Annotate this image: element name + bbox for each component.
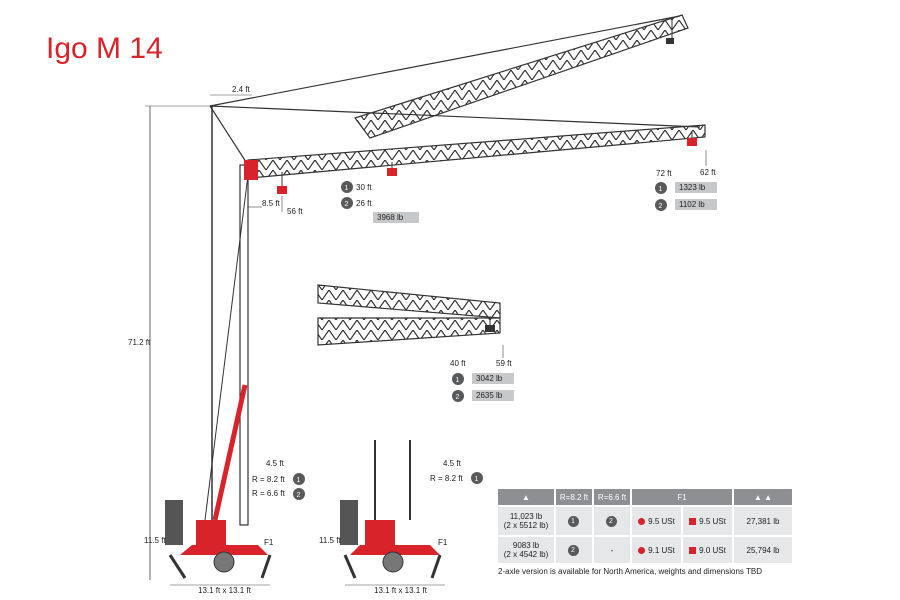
tower-offset-label: 8.5 ft <box>262 199 281 208</box>
base-right <box>340 440 442 579</box>
weight-header-icon: ▲ <box>498 489 554 505</box>
svg-text:2: 2 <box>456 394 460 401</box>
hook-a <box>277 172 287 194</box>
height-dimension: 71.2 ft <box>128 105 210 580</box>
radius-tip: 72 ft <box>656 169 672 178</box>
load-tip1: 1323 lb <box>679 183 706 192</box>
table-row: 9083 lb(2 x 4542 lb) <box>498 537 554 563</box>
marker-1 <box>341 181 353 193</box>
load-tip2: 1102 lb <box>679 200 705 209</box>
r2-label: R = 6.6 ft <box>252 489 285 498</box>
hook-b <box>387 162 397 176</box>
load-mid2: 2635 lb <box>476 391 503 400</box>
base-width-left: 4.5 ft <box>266 459 285 468</box>
svg-text:1: 1 <box>475 476 479 483</box>
total-header-icon: ▲ ▲ <box>734 489 792 505</box>
base-left <box>165 384 272 579</box>
radius-a1: 30 ft <box>356 183 372 192</box>
radius-a2: 26 ft <box>356 199 372 208</box>
height-label: 71.2 ft <box>128 338 151 347</box>
svg-text:2: 2 <box>297 492 301 499</box>
load-a: 3968 lb <box>377 213 404 222</box>
header-r82: R=8.2 ft <box>556 489 592 505</box>
svg-text:2: 2 <box>345 201 349 208</box>
hook-height-1: 56 ft <box>287 207 303 216</box>
svg-text:1: 1 <box>659 186 663 193</box>
footprint-left: 13.1 ft x 13.1 ft <box>198 586 252 595</box>
jib-folded <box>209 14 689 139</box>
jib-detail <box>317 284 501 346</box>
svg-text:1: 1 <box>297 477 301 484</box>
top-offset-label: 2.4 ft <box>232 85 251 94</box>
table-row: 11,023 lb(2 x 5512 lb) <box>498 507 554 535</box>
table-note: 2-axle version is available for North Am… <box>498 567 762 576</box>
hook-height-3: 59 ft <box>496 359 512 368</box>
marker-2 <box>341 197 353 209</box>
svg-text:2: 2 <box>659 203 663 210</box>
load-mid1: 3042 lb <box>476 374 503 383</box>
page-title: Igo M 14 <box>46 32 163 65</box>
r-right-label: R = 8.2 ft <box>430 474 463 483</box>
radius-mid: 40 ft <box>450 359 466 368</box>
base-height-right: 11.5 ft <box>319 536 341 545</box>
r1-label: R = 8.2 ft <box>252 475 285 484</box>
footprint-right: 13.1 ft x 13.1 ft <box>374 586 428 595</box>
base-width-right: 4.5 ft <box>443 459 462 468</box>
f1-left: F1 <box>264 538 274 547</box>
hook-tip <box>687 132 697 146</box>
header-f1: F1 <box>632 489 732 505</box>
header-r66: R=6.6 ft <box>594 489 630 505</box>
f1-right: F1 <box>438 538 448 547</box>
base-height-left: 11.5 ft <box>144 536 166 545</box>
hook-height-2: 62 ft <box>700 168 716 177</box>
svg-text:1: 1 <box>345 185 349 192</box>
svg-text:1: 1 <box>456 377 460 384</box>
jib-main <box>209 105 706 180</box>
